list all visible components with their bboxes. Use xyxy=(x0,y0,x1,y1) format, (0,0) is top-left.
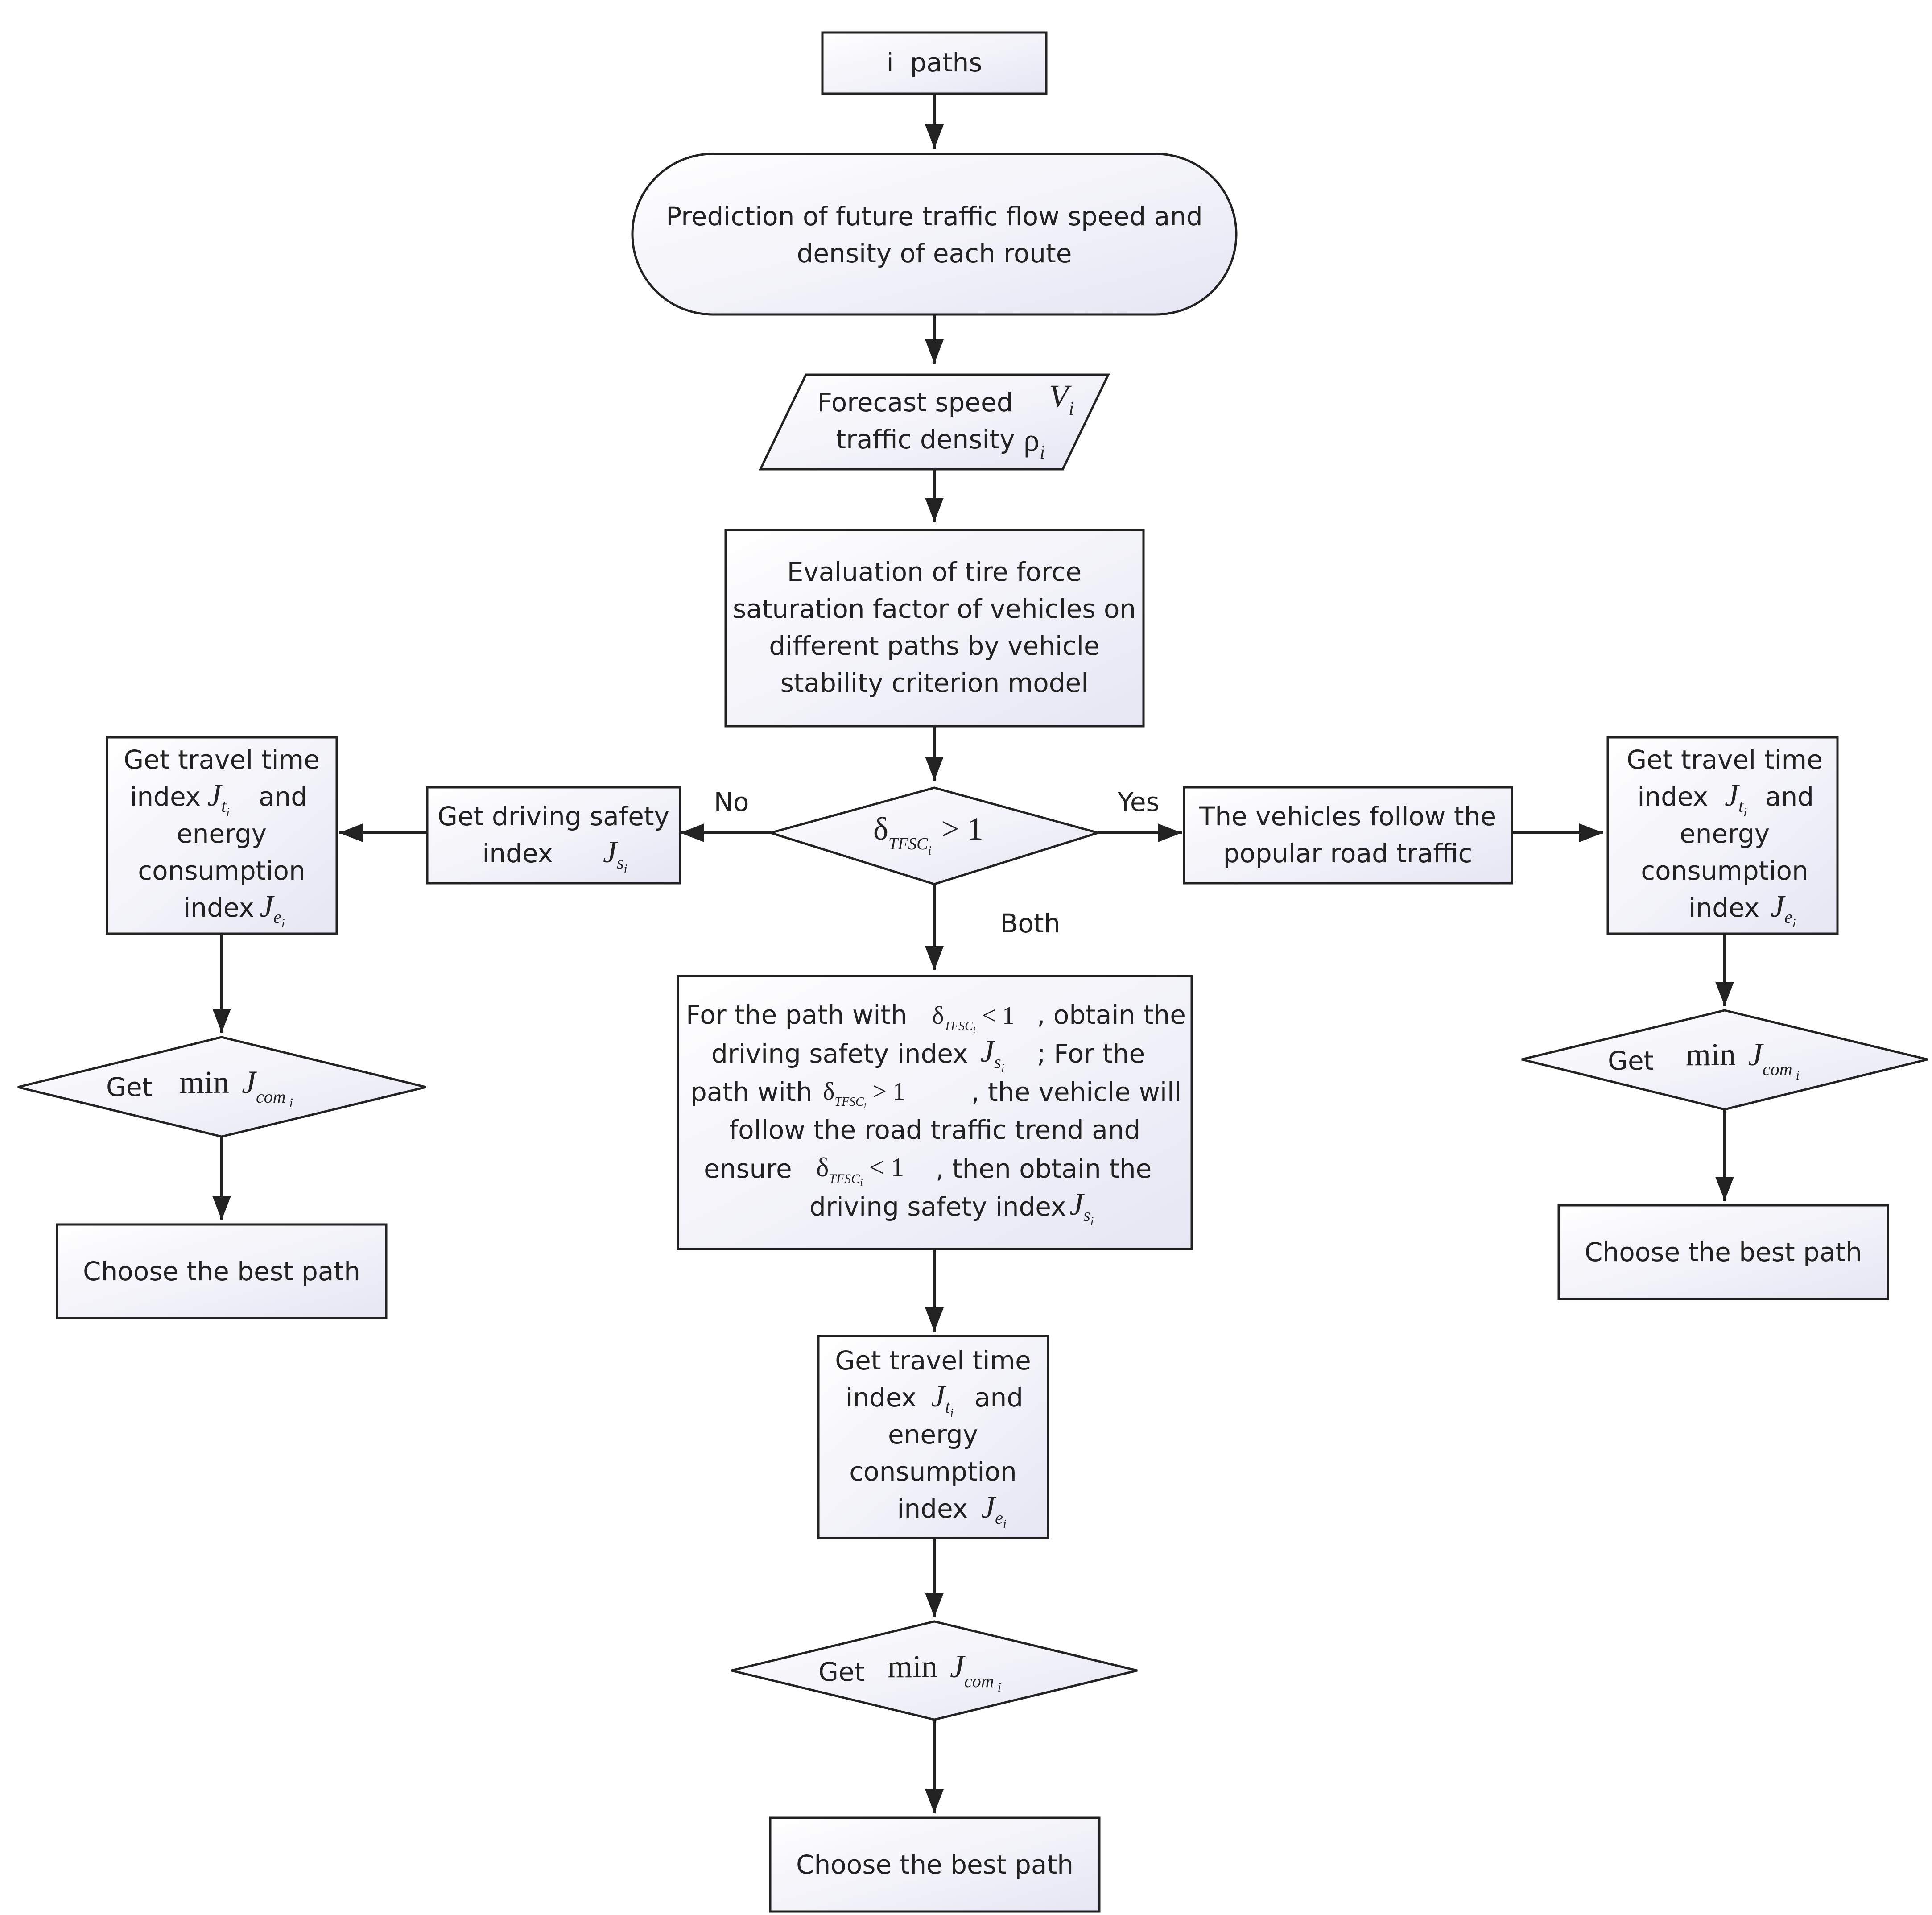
rule-line-2a: driving safety index xyxy=(711,1038,968,1069)
mid-metrics-line-5: index xyxy=(897,1493,968,1524)
follow-traffic-node: The vehicles follow the popular road tra… xyxy=(1183,786,1513,885)
mid-metrics-line-2b: and xyxy=(974,1382,1023,1413)
rule-lt1-a: δTFSCi< 1 xyxy=(932,1002,1015,1035)
forecast-line-1: Forecast speed xyxy=(817,387,1013,418)
right-metrics-line-2b: and xyxy=(1765,782,1814,812)
rule-line-5a: ensure xyxy=(704,1154,792,1184)
left-metrics-node: Get travel time index Jti and energy con… xyxy=(106,736,338,935)
mid-result-node: Choose the best path xyxy=(769,1816,1101,1913)
mid-metrics-energy-symbol: Jei xyxy=(981,1490,1007,1531)
left-metrics-line-4: consumption xyxy=(138,856,305,886)
left-metrics-line-2a: index xyxy=(130,782,201,812)
mid-metrics-line-1: Get travel time xyxy=(835,1345,1031,1376)
prediction-node: Prediction of future traffic flow speed … xyxy=(631,153,1238,316)
rule-line-6: driving safety index xyxy=(809,1191,1066,1222)
rule-safety-symbol-1: Jsi xyxy=(980,1034,1004,1075)
left-metrics-line-3: energy xyxy=(177,819,267,849)
density-symbol: ρi xyxy=(1024,422,1045,463)
right-metrics-line-4: consumption xyxy=(1641,856,1808,886)
rule-line-3b: , the vehicle will xyxy=(971,1077,1181,1107)
right-min-get: Get xyxy=(1608,1046,1654,1076)
left-metrics-time-symbol: Jti xyxy=(207,778,230,819)
right-metrics-node: Get travel time index Jti and energy con… xyxy=(1606,736,1839,935)
rule-line-1a: For the path with xyxy=(686,1000,907,1030)
mid-metrics-time-symbol: Jti xyxy=(931,1379,954,1420)
right-metrics-line-5: index xyxy=(1688,893,1759,923)
evaluation-node: Evaluation of tire force saturation fact… xyxy=(724,529,1145,728)
evaluation-line-1: Evaluation of tire force xyxy=(787,557,1082,587)
rule-line-2b: ; For the xyxy=(1037,1038,1145,1069)
right-metrics-line-3: energy xyxy=(1680,819,1770,849)
left-min-get: Get xyxy=(106,1072,152,1102)
safety-index-node: Get driving safety index Jsi xyxy=(426,786,681,885)
mid-metrics-line-4: consumption xyxy=(849,1456,1017,1487)
rule-line-5b: , then obtain the xyxy=(936,1154,1152,1184)
right-result-node: Choose the best path xyxy=(1557,1204,1889,1300)
start-label: i paths xyxy=(886,47,982,78)
left-metrics-energy-symbol: Jei xyxy=(260,889,285,931)
left-metrics-line-5: index xyxy=(183,893,254,923)
left-metrics-line-2b: and xyxy=(259,782,307,812)
speed-symbol: Vi xyxy=(1049,378,1074,419)
mid-min-get: Get xyxy=(818,1657,864,1687)
mid-result-label: Choose the best path xyxy=(796,1849,1073,1880)
right-metrics-energy-symbol: Jei xyxy=(1771,889,1796,931)
decision-formula: δTFSCi> 1 xyxy=(873,811,983,858)
mid-metrics-line-3: energy xyxy=(888,1419,978,1450)
right-metrics-line-2a: index xyxy=(1637,782,1708,812)
connectors xyxy=(212,94,1734,1813)
rule-gt1: δTFSCi> 1 xyxy=(823,1078,905,1111)
right-result-label: Choose the best path xyxy=(1585,1237,1862,1267)
branch-label-no: No xyxy=(714,787,749,817)
evaluation-line-3: different paths by vehicle xyxy=(769,631,1099,661)
forecast-node: Forecast speed traffic density Vi ρi xyxy=(759,373,1110,471)
follow-line-1: The vehicles follow the xyxy=(1199,801,1496,831)
rule-line-1b: , obtain the xyxy=(1037,1000,1186,1030)
right-metrics-time-symbol: Jti xyxy=(1725,778,1747,819)
branch-label-both: Both xyxy=(1000,908,1061,939)
branch-label-yes: Yes xyxy=(1117,787,1160,817)
left-result-label: Choose the best path xyxy=(83,1256,360,1286)
mid-metrics-node: Get travel time index Jti and energy con… xyxy=(817,1335,1049,1539)
start-node: i paths xyxy=(821,31,1048,95)
safety-symbol: Jsi xyxy=(603,835,627,876)
left-result-node: Choose the best path xyxy=(56,1223,388,1319)
evaluation-line-4: stability criterion model xyxy=(780,668,1089,698)
prediction-line-2: density of each route xyxy=(797,238,1072,269)
decision-node: δTFSCi> 1 xyxy=(767,786,1102,885)
safety-line-1: Get driving safety xyxy=(438,801,669,831)
rule-lt1-b: δTFSCi< 1 xyxy=(816,1153,904,1188)
follow-line-2: popular road traffic xyxy=(1223,838,1473,869)
left-metrics-line-1: Get travel time xyxy=(124,744,320,775)
right-metrics-line-1: Get travel time xyxy=(1627,744,1823,775)
prediction-line-1: Prediction of future traffic flow speed … xyxy=(666,201,1202,232)
both-rule-node: For the path with δTFSCi< 1 , obtain the… xyxy=(677,975,1193,1250)
rule-line-4: follow the road traffic trend and xyxy=(729,1115,1141,1145)
mid-metrics-line-2a: index xyxy=(846,1382,916,1413)
rule-safety-symbol-2: Jsi xyxy=(1069,1187,1094,1228)
evaluation-line-2: saturation factor of vehicles on xyxy=(733,594,1136,624)
safety-line-2: index xyxy=(482,838,553,869)
rule-line-3a: path with xyxy=(690,1077,812,1107)
forecast-line-2: traffic density xyxy=(836,424,1015,455)
